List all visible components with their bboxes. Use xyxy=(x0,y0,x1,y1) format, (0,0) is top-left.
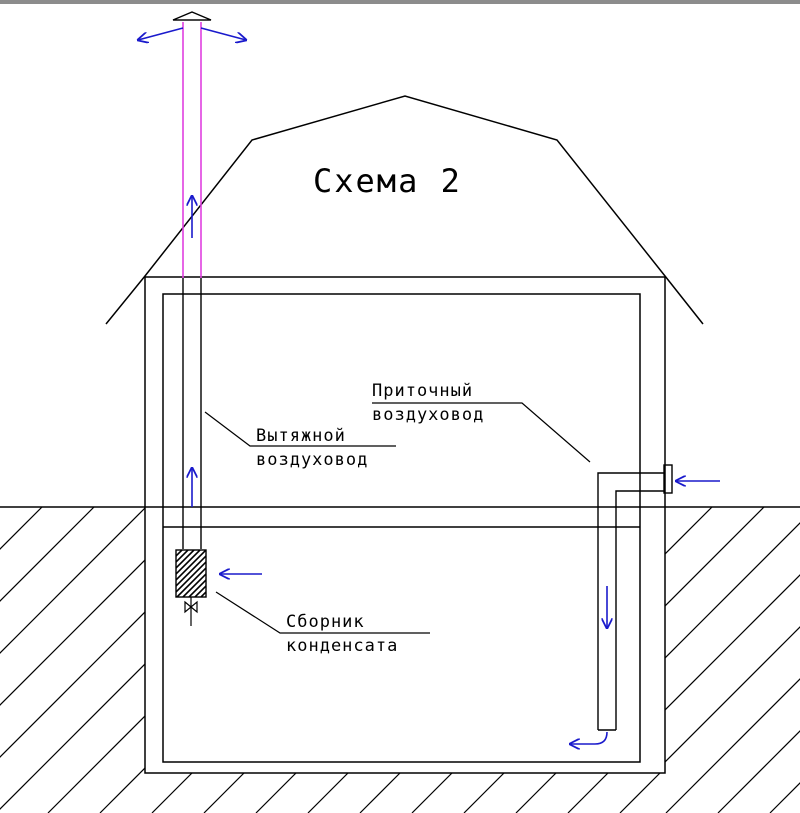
outflow-arrow-right xyxy=(200,27,246,40)
leader-lines xyxy=(204,402,591,634)
building-walls xyxy=(144,276,666,774)
hatch-line xyxy=(665,507,800,813)
hatch-line xyxy=(256,507,562,813)
hatch-line xyxy=(717,507,800,813)
ground-hatch-left xyxy=(0,507,718,813)
airflow-arrows xyxy=(138,27,720,744)
hatch-line xyxy=(176,550,195,570)
supply-label-line1: Приточный xyxy=(372,381,473,401)
hatch-line xyxy=(176,554,206,588)
hatch-line xyxy=(176,550,177,552)
supply-out-arrow xyxy=(570,731,608,744)
hatch-line xyxy=(463,773,505,813)
hatch-line xyxy=(255,773,297,813)
hatch-line xyxy=(0,507,145,813)
hatch-line xyxy=(672,773,712,813)
hatch-line xyxy=(0,507,145,813)
roof-outline xyxy=(105,95,704,325)
hatch-line xyxy=(194,584,206,597)
hatch-line xyxy=(360,507,666,813)
hatch-line xyxy=(0,507,145,813)
collector-label-line1: Сборник xyxy=(286,612,365,632)
condensate-collector xyxy=(175,549,302,626)
hatch-line xyxy=(307,773,349,813)
hatch-line xyxy=(176,550,183,558)
hatch-line xyxy=(665,507,765,813)
hatch-line xyxy=(665,507,800,813)
hatch-line xyxy=(665,507,713,813)
hatch-line xyxy=(359,773,401,813)
collector-label-line2: конденсата xyxy=(286,636,398,656)
hatch-line xyxy=(47,507,145,813)
exhaust-pipe xyxy=(172,11,212,549)
diagram-title: Схема 2 xyxy=(313,162,462,200)
hatch-line xyxy=(176,550,206,582)
hatch-line xyxy=(354,507,660,813)
supply-label-line2: воздуховод xyxy=(372,405,484,425)
ground-hatch-right xyxy=(354,507,800,813)
hatch-line xyxy=(619,773,661,813)
hatch-line xyxy=(412,507,718,813)
hatch-line xyxy=(567,773,609,813)
hatch-line xyxy=(0,507,95,813)
hatch-line xyxy=(176,566,206,597)
hatch-line xyxy=(515,773,557,813)
hatch-line xyxy=(188,578,206,597)
hatch-line xyxy=(0,507,145,813)
hatch-line xyxy=(0,507,43,813)
hatch-line xyxy=(255,550,302,597)
hatch-line xyxy=(182,572,206,597)
top-frame-bar xyxy=(0,0,800,4)
ground-hatch-bottom xyxy=(151,773,712,813)
hatch-line xyxy=(203,773,245,813)
hatch-line xyxy=(665,507,800,813)
hatch-line xyxy=(176,560,206,594)
hatch-line xyxy=(176,550,201,576)
hatch-line xyxy=(411,773,453,813)
hatch-line xyxy=(308,507,614,813)
hatch-line xyxy=(204,507,510,813)
hatch-line xyxy=(665,507,800,813)
exhaust-label-line1: Вытяжной xyxy=(256,426,346,446)
hatch-line xyxy=(151,773,193,813)
hatch-line xyxy=(99,507,145,813)
hatch-line xyxy=(176,550,189,564)
exhaust-label-line2: воздуховод xyxy=(256,450,368,470)
hatch-line xyxy=(769,507,800,813)
supply-duct xyxy=(597,464,673,731)
outflow-arrow-left xyxy=(138,27,184,40)
